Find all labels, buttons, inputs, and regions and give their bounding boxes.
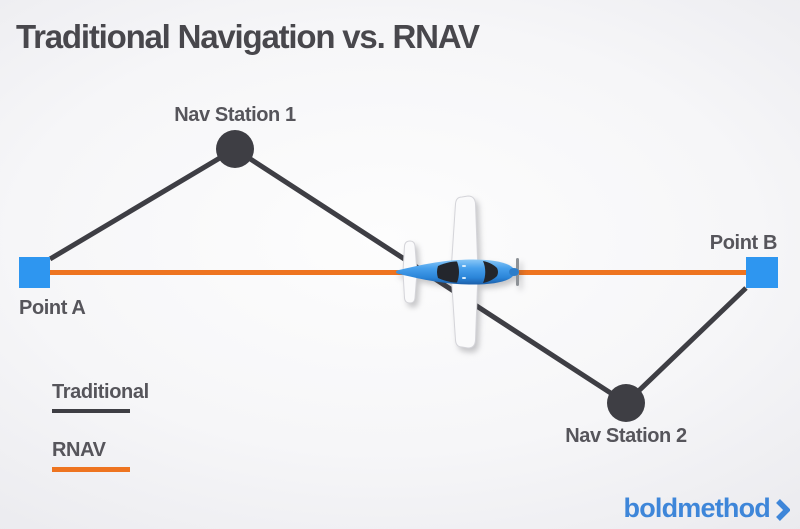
nav-station-2-node (607, 384, 645, 422)
legend-label-traditional: Traditional (52, 381, 149, 403)
airplane-spinner (509, 268, 519, 276)
point-a-marker (19, 257, 50, 288)
rnav-line-swatch (52, 467, 130, 472)
traditional-line-swatch (52, 409, 130, 413)
point-b-label: Point B (709, 232, 778, 254)
airplane-rear-window (437, 261, 459, 283)
legend-item-rnav: RNAV (52, 440, 130, 472)
page-title: Traditional Navigation vs. RNAV (16, 18, 480, 55)
nav-station-1-label: Nav Station 1 (174, 104, 296, 126)
brand-logo: boldmethod (624, 495, 790, 522)
nav-station-1-node (216, 130, 254, 168)
legend-item-traditional: Traditional (52, 382, 149, 413)
airplane-cabin-marking (462, 265, 466, 267)
traditional-route-line (48, 146, 748, 407)
point-a-label: Point A (19, 297, 86, 319)
airplane-cabin-marking (462, 277, 466, 279)
point-b-marker (746, 257, 778, 288)
airplane-top-view-icon (396, 195, 519, 349)
chevron-right-icon (776, 498, 790, 521)
brand-name: boldmethod (623, 493, 771, 523)
airplane-windshield (483, 261, 498, 283)
legend-label-rnav: RNAV (52, 439, 106, 461)
nav-station-2-label: Nav Station 2 (565, 425, 687, 447)
